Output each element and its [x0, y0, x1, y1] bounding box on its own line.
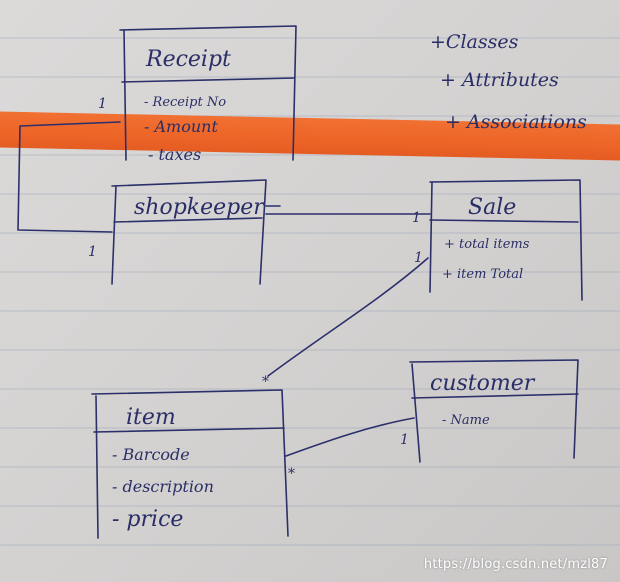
class-shopkeeper-left	[111, 185, 117, 285]
class-item-border	[91, 389, 289, 537]
legend-notes: +Classes + Attributes + Associations	[430, 31, 587, 133]
class-receipt-divider	[121, 77, 295, 83]
assoc-item-sale	[267, 257, 429, 377]
class-item-divider	[93, 427, 285, 433]
class-sale: Sale + total items + item Total	[429, 179, 583, 301]
class-shopkeeper-divider	[113, 217, 263, 223]
class-receipt-border	[119, 25, 297, 161]
mult-shopkeeper-sale-end: 1	[412, 210, 421, 226]
class-sale-name: Sale	[468, 195, 516, 220]
class-sale-attr-0: + total items	[444, 237, 530, 252]
class-customer: customer - Name	[409, 359, 579, 463]
class-shopkeeper: shopkeeper	[111, 179, 267, 285]
mult-shopkeeper-end: 1	[88, 244, 97, 260]
mult-item-sale-sale-end: 1	[414, 250, 423, 266]
class-customer-left	[411, 363, 421, 463]
class-item: item - Barcode - description - price	[91, 389, 289, 539]
class-item-attr-0: - Barcode	[112, 445, 190, 464]
class-customer-border	[409, 359, 579, 459]
note-attributes: + Attributes	[440, 69, 559, 91]
note-classes: +Classes	[430, 31, 519, 53]
class-sale-divider	[429, 219, 579, 223]
note-associations: + Associations	[445, 111, 587, 133]
mult-item-customer-item-end: *	[288, 466, 295, 482]
assoc-item-customer	[285, 417, 415, 457]
class-sale-border	[429, 179, 583, 301]
mult-item-sale-item-end: *	[262, 374, 269, 390]
class-receipt-name: Receipt	[145, 47, 231, 72]
class-item-attr-2: - price	[112, 507, 183, 532]
class-sale-attr-1: + item Total	[442, 267, 523, 282]
class-customer-name: customer	[430, 371, 536, 396]
assoc-receipt-shopkeeper	[17, 121, 121, 233]
class-receipt-attr-0: - Receipt No	[144, 95, 226, 110]
class-item-name: item	[126, 405, 176, 430]
class-sale-left	[429, 181, 433, 293]
class-receipt-attr-2: - taxes	[148, 145, 201, 164]
class-shopkeeper-border	[111, 179, 267, 285]
class-receipt-attr-1: - Amount	[144, 117, 218, 136]
class-shopkeeper-name: shopkeeper	[134, 195, 265, 220]
class-customer-divider	[411, 393, 579, 399]
mult-receipt-end: 1	[98, 96, 107, 112]
class-item-attr-1: - description	[112, 477, 214, 496]
associations: 1 1 1 1 * 1 *	[17, 96, 431, 482]
watermark-url: https://blog.csdn.net/mzl87	[423, 557, 608, 572]
class-receipt: Receipt - Receipt No - Amount - taxes	[119, 25, 297, 164]
class-customer-attr-0: - Name	[442, 413, 490, 428]
class-receipt-left	[123, 29, 127, 161]
mult-item-customer-customer-end: 1	[400, 432, 409, 448]
class-item-left	[95, 395, 99, 539]
